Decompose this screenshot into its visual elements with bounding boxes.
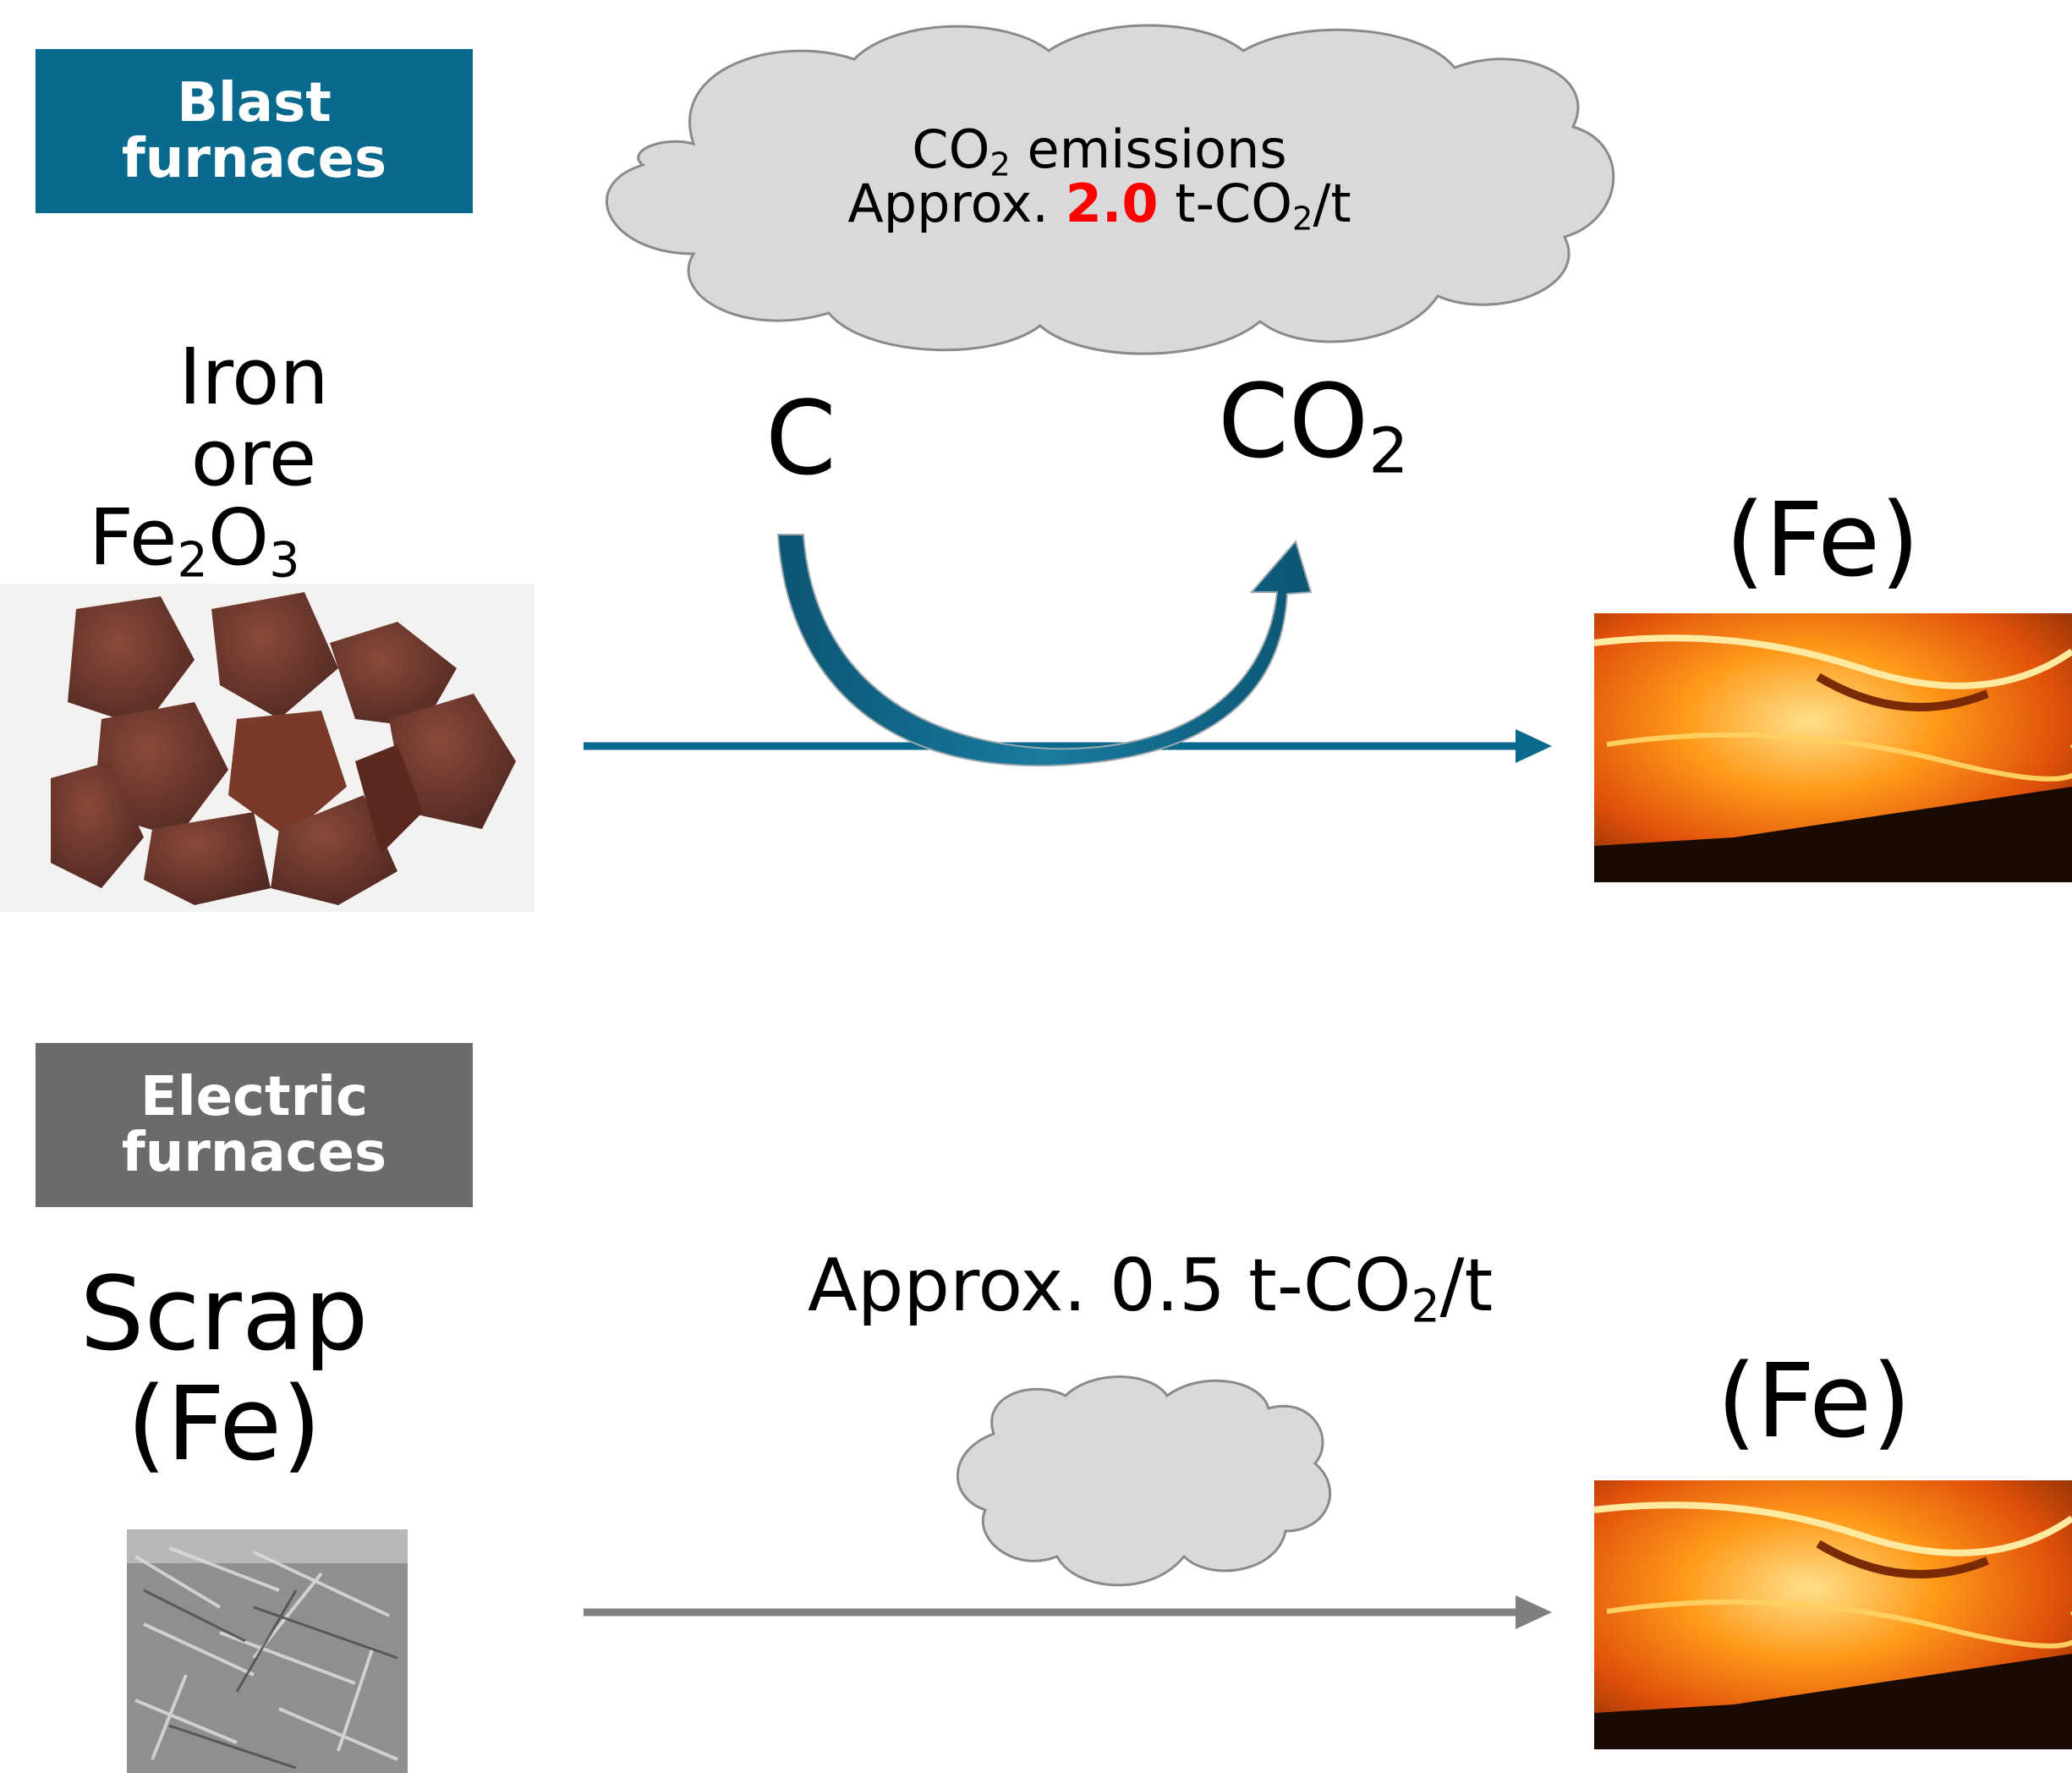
product-co2: CO2 xyxy=(1218,364,1409,488)
emission-cloud-large xyxy=(606,24,1615,355)
blast-furnaces-label: Blast furnaces xyxy=(36,49,473,213)
molten-iron-image-top xyxy=(1593,613,2072,882)
reductant-carbon: C xyxy=(765,381,836,498)
cloud-emissions-text: CO2 emissions Approx. 2.0 t-CO2/t xyxy=(727,118,1472,239)
electric-label-line2: furnaces xyxy=(121,1122,387,1184)
iron-ore-formula: Fe2O3 xyxy=(89,492,300,589)
emission-cloud-small xyxy=(956,1375,1331,1587)
cloud-line2: Approx. 2.0 t-CO2/t xyxy=(847,173,1351,239)
electric-output-fe: (Fe) xyxy=(1717,1343,1911,1461)
scrap-image xyxy=(127,1529,408,1773)
electric-furnaces-label: Electric furnaces xyxy=(36,1043,473,1207)
blast-output-fe: (Fe) xyxy=(1725,482,1920,600)
blast-label-line1: Blast xyxy=(177,72,332,134)
iron-ore-image xyxy=(0,584,534,912)
electric-process-arrow xyxy=(584,1595,1552,1629)
cloud-line1: CO2 emissions xyxy=(912,118,1287,184)
electric-emission-text: Approx. 0.5 t-CO2/t xyxy=(808,1243,1494,1333)
scrap-label: Scrap (Fe) xyxy=(79,1256,369,1484)
iron-ore-label: Iron ore xyxy=(178,332,329,503)
molten-iron-image-bottom xyxy=(1593,1480,2072,1749)
electric-label-line1: Electric xyxy=(140,1066,369,1128)
emission-value-highlight: 2.0 xyxy=(1065,173,1159,234)
blast-process-arrow xyxy=(584,729,1552,763)
reduction-curve-arrow xyxy=(776,534,1313,767)
blast-label-line2: furnaces xyxy=(121,128,387,190)
